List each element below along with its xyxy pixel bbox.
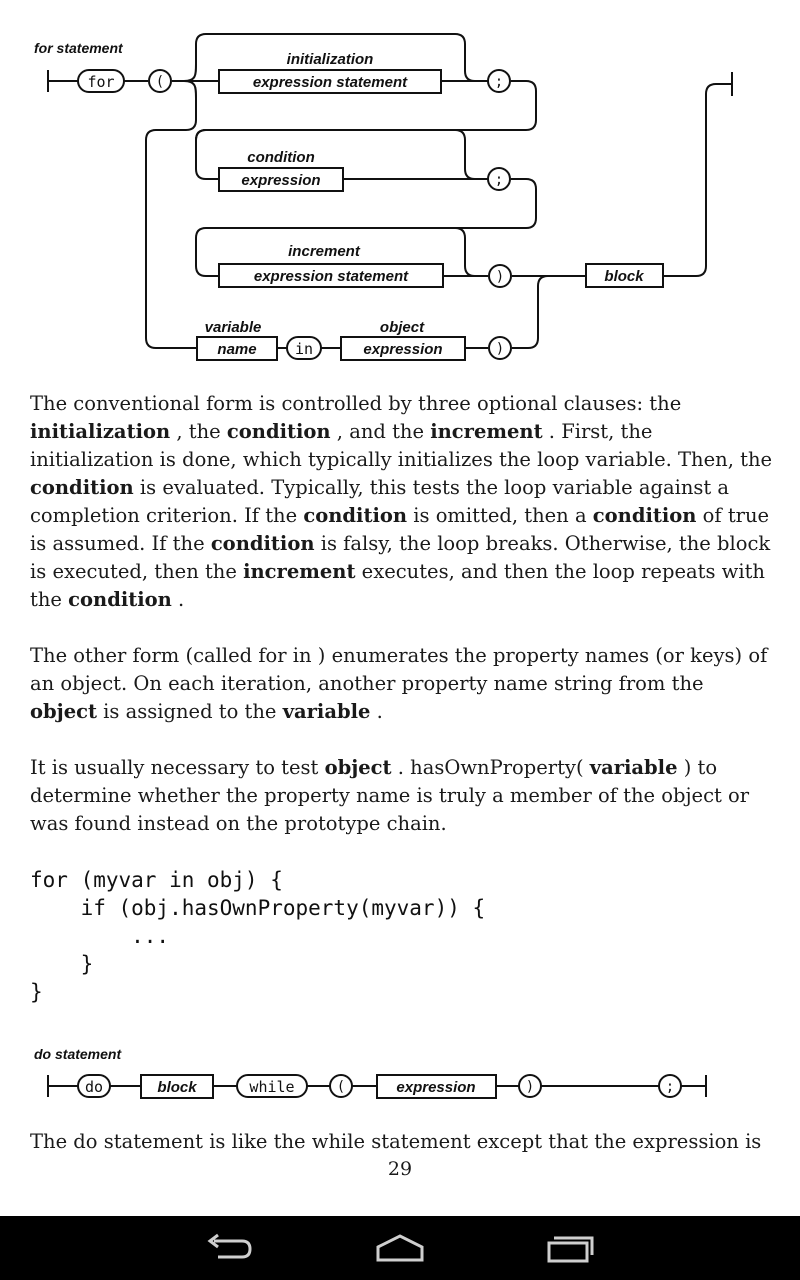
object-expression-box-text: expression	[363, 341, 442, 358]
text-span: .	[370, 700, 383, 723]
condition-box-text: expression	[241, 172, 320, 189]
do-semicolon-node	[658, 1074, 682, 1098]
variable-name-box	[196, 336, 278, 361]
for-statement-diagram: for statement for ( initialization expre…	[34, 33, 733, 361]
bold-term: increment	[430, 420, 543, 443]
in-keyword-node	[286, 336, 322, 360]
do-block-box	[140, 1074, 214, 1099]
text-span: is falsy, the loop breaks. Otherwise, th…	[30, 532, 771, 583]
bold-term: condition	[210, 532, 315, 555]
page-number: 29	[387, 1158, 413, 1180]
do-semicolon-symbol: ;	[666, 1079, 674, 1095]
bold-term: condition	[30, 476, 134, 499]
open-paren-node	[148, 69, 172, 93]
do-close-paren-symbol: )	[526, 1079, 534, 1095]
while-keyword-node	[236, 1074, 308, 1098]
paragraph-for-in: The other form (called for in ) enumerat…	[30, 642, 775, 726]
bold-term: object	[30, 700, 97, 723]
initialization-label: initialization	[287, 51, 374, 68]
recents-button[interactable]	[485, 1216, 655, 1280]
bold-term: increment	[243, 560, 356, 583]
condition-box	[218, 167, 344, 192]
variable-name-box-text: name	[217, 341, 256, 358]
bold-term: condition	[226, 420, 331, 443]
text-span: of true is assumed. If the	[30, 504, 770, 555]
text-span: The other form (called for in ) enumerat…	[30, 644, 768, 695]
semicolon-node-2	[487, 167, 511, 191]
text-span: The conventional form is controlled by t…	[30, 392, 682, 415]
bold-term: variable	[589, 756, 678, 779]
in-keyword: in	[295, 340, 313, 358]
text-span: , the	[170, 420, 227, 443]
text-span: ) to determine whether the property name…	[30, 756, 750, 835]
text-span: executes, and then the loop repeats with…	[30, 560, 765, 611]
do-expression-box-text: expression	[396, 1079, 475, 1096]
for-keyword: for	[87, 73, 114, 91]
do-keyword: do	[85, 1078, 103, 1096]
semicolon-node-1	[487, 69, 511, 93]
while-keyword: while	[249, 1078, 294, 1096]
code-block: for (myvar in obj) { if (obj.hasOwnPrope…	[30, 868, 486, 1004]
home-button[interactable]	[315, 1216, 485, 1280]
block-box	[585, 263, 664, 288]
bold-term: object	[324, 756, 392, 779]
do-open-paren-symbol: (	[337, 1079, 345, 1095]
increment-label: increment	[288, 243, 361, 260]
do-open-paren-node	[329, 1074, 353, 1098]
text-span: is assigned to the	[96, 700, 283, 723]
object-expression-box	[340, 336, 466, 361]
close-paren-symbol-1: )	[496, 269, 504, 285]
close-paren-node-2	[488, 336, 512, 360]
system-navigation-bar	[0, 1216, 800, 1280]
text-span: is omitted, then a	[407, 504, 593, 527]
do-keyword-node	[77, 1074, 111, 1098]
initialization-box-text: expression statement	[253, 74, 408, 91]
semicolon-symbol-2: ;	[495, 172, 503, 188]
open-paren-symbol: (	[156, 74, 164, 90]
text-span: .	[171, 588, 185, 611]
do-block-box-text: block	[157, 1079, 197, 1096]
do-statement-diagram: do statement do block while ( expression…	[34, 1046, 707, 1099]
variable-label: variable	[205, 319, 262, 336]
paragraph-hasownproperty: It is usually necessary to test object .…	[30, 754, 775, 838]
semicolon-symbol-1: ;	[495, 74, 503, 90]
condition-label: condition	[247, 149, 315, 166]
close-paren-node-1	[488, 264, 512, 288]
back-icon	[207, 1233, 252, 1259]
object-label: object	[380, 319, 425, 336]
block-box-text: block	[604, 268, 644, 285]
initialization-box	[218, 69, 442, 94]
for-keyword-node	[77, 69, 125, 93]
increment-box	[218, 263, 444, 288]
bold-term: condition	[303, 504, 408, 527]
ebook-page: for statement for ( initialization expre…	[30, 33, 775, 1180]
recents-icon	[547, 1236, 594, 1263]
text-span: . hasOwnProperty(	[391, 756, 590, 779]
paragraph-for-conventional: The conventional form is controlled by t…	[30, 390, 775, 614]
do-close-paren-node	[518, 1074, 542, 1098]
back-button[interactable]	[145, 1216, 315, 1280]
do-expression-box	[376, 1074, 497, 1099]
bold-term: variable	[282, 700, 371, 723]
home-icon	[376, 1234, 424, 1262]
close-paren-symbol-2: )	[496, 341, 504, 357]
bold-term: initialization	[30, 420, 171, 443]
for-statement-title: for statement	[34, 40, 124, 56]
text-span: is evaluated. Typically, this tests the …	[30, 476, 730, 527]
text-span: , and the	[330, 420, 431, 443]
paragraph-do-statement: The do statement is like the while state…	[30, 1130, 762, 1153]
increment-box-text: expression statement	[254, 268, 409, 285]
bold-term: condition	[68, 588, 172, 611]
bold-term: condition	[592, 504, 697, 527]
text-span: . First, the initialization is done, whi…	[30, 420, 773, 471]
do-statement-title: do statement	[34, 1046, 122, 1062]
text-span: It is usually necessary to test	[30, 756, 325, 779]
